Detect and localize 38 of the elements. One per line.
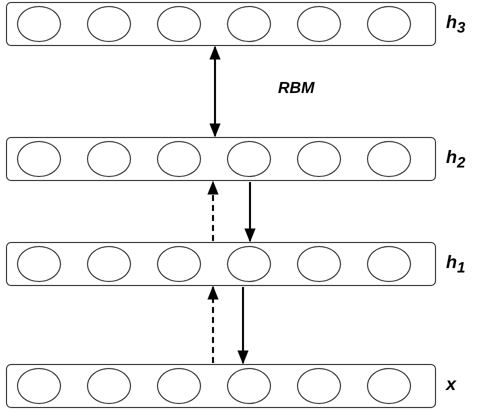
layer-box <box>6 242 436 286</box>
neuron-circle <box>297 6 341 42</box>
layer-label: h$_{1}$ <box>446 252 466 277</box>
neuron-circle <box>367 140 411 176</box>
neuron-circle <box>297 246 341 282</box>
neuron-circle <box>87 6 131 42</box>
neuron-circle <box>297 140 341 176</box>
neuron-circle <box>227 368 271 404</box>
neuron-circle <box>227 246 271 282</box>
neuron-circle <box>17 6 61 42</box>
neuron-circle <box>17 368 61 404</box>
layer-box <box>6 137 436 181</box>
dashed-arrow <box>207 180 219 241</box>
neuron-circle <box>367 6 411 42</box>
layer-box <box>6 2 436 46</box>
arrow <box>244 182 256 242</box>
neuron-circle <box>157 246 201 282</box>
neuron-circle <box>87 368 131 404</box>
neuron-circle <box>297 368 341 404</box>
neuron-circle <box>157 368 201 404</box>
arrow <box>237 287 249 364</box>
neuron-circle <box>227 6 271 42</box>
model-label: RBM <box>278 80 314 98</box>
neuron-circle <box>227 140 271 176</box>
neuron-circle <box>17 246 61 282</box>
neuron-circle <box>367 246 411 282</box>
dashed-arrow <box>207 286 219 363</box>
layer-label: h$_{2}$ <box>446 147 466 172</box>
neuron-circle <box>367 368 411 404</box>
neuron-circle <box>17 140 61 176</box>
arrow <box>209 46 221 138</box>
neuron-circle <box>157 140 201 176</box>
layer-label: x <box>446 374 456 395</box>
neuron-circle <box>87 246 131 282</box>
neuron-circle <box>87 140 131 176</box>
layer-label: h$_{3}$ <box>446 12 466 37</box>
neuron-circle <box>157 6 201 42</box>
layer-box <box>6 364 436 408</box>
